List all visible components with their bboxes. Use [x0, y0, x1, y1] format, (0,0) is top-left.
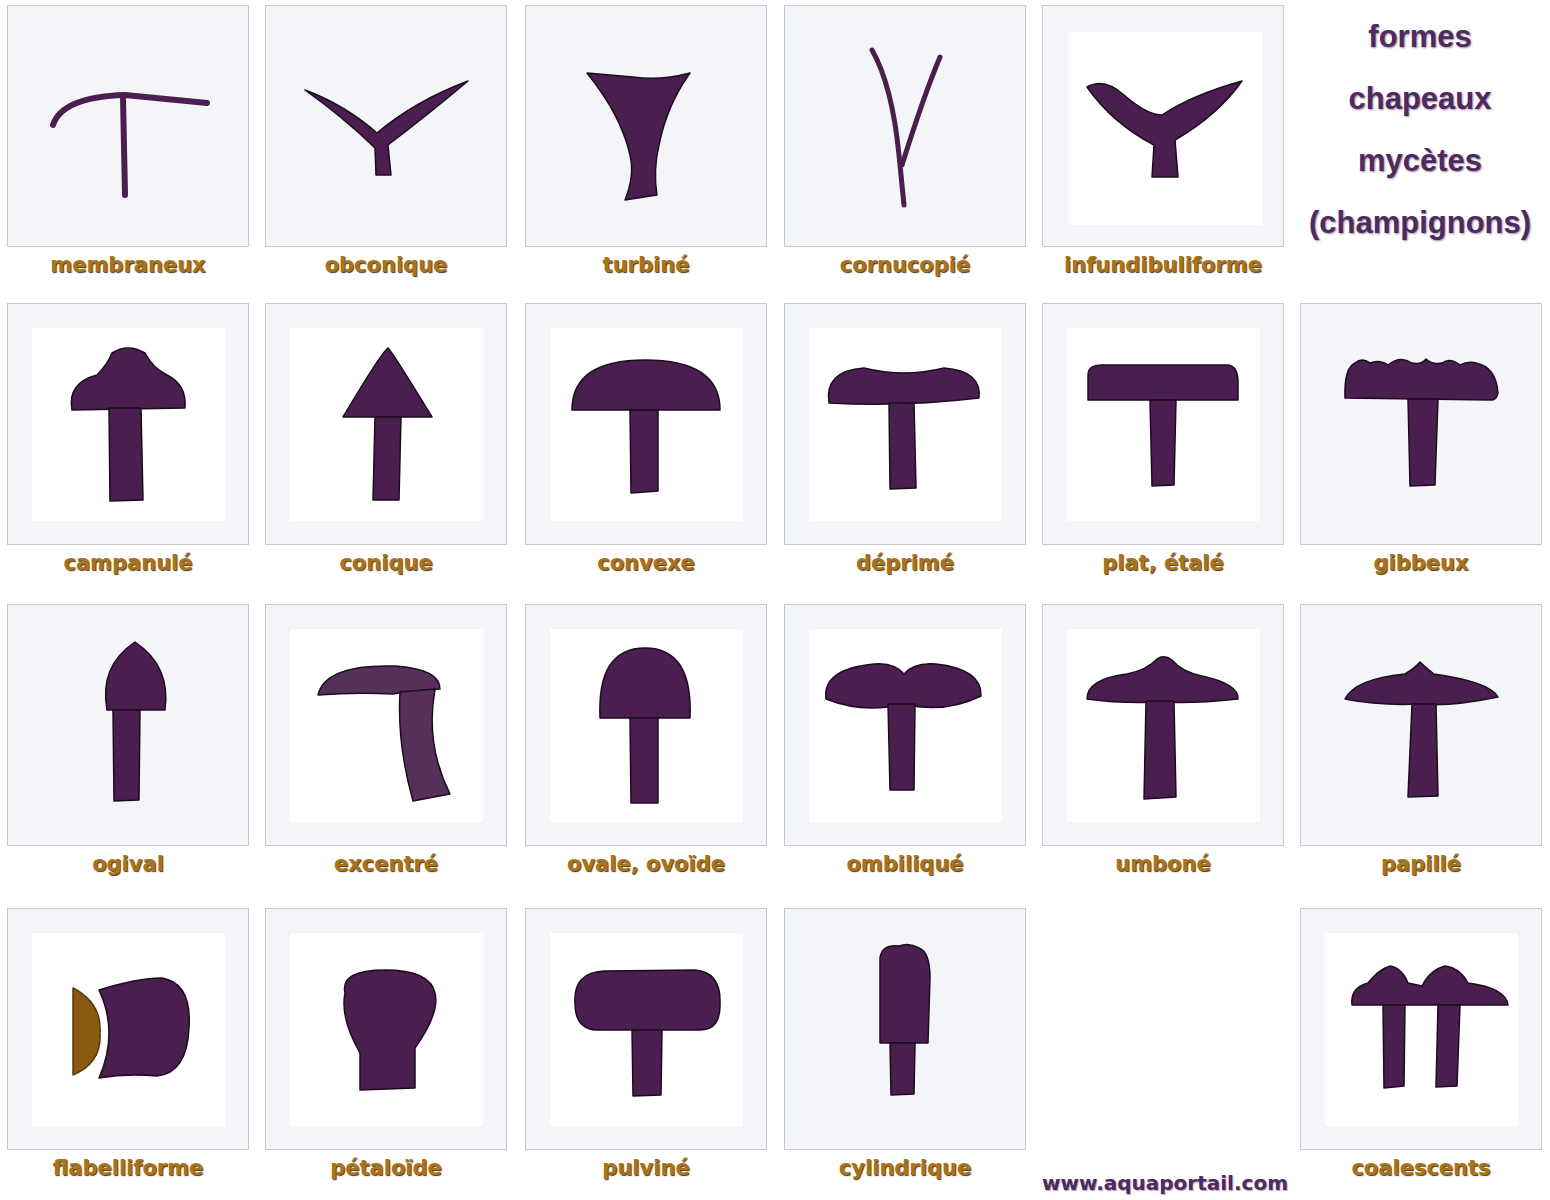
shape-tile: flabelliforme	[7, 908, 249, 1150]
shape-tile: ovale, ovoïde	[525, 604, 767, 846]
shape-tile: campanulé	[7, 303, 249, 545]
shape-name: ovale, ovoïde	[567, 852, 725, 876]
shape-name: ombiliqué	[846, 852, 963, 876]
shape-tile: déprimé	[784, 303, 1026, 545]
shape-tile: cylindrique	[784, 908, 1026, 1150]
shape-tile: obconique	[265, 5, 507, 247]
shape-tile: pétaloïde	[265, 908, 507, 1150]
shape-name: excentré	[334, 852, 438, 876]
shape-tile: infundibuliforme	[1042, 5, 1284, 247]
shape-name: ogival	[92, 852, 164, 876]
poster-title: formes chapeaux mycètes (champignons)	[1309, 6, 1531, 254]
shape-name: gibbeux	[1373, 551, 1468, 575]
shape-name: campanulé	[63, 551, 192, 575]
shape-tile: umboné	[1042, 604, 1284, 846]
shape-name: flabelliforme	[53, 1156, 204, 1180]
shape-name: convexe	[597, 551, 695, 575]
shape-tile: coalescents	[1300, 908, 1542, 1150]
shape-name: umboné	[1115, 852, 1210, 876]
shape-tile: gibbeux	[1300, 303, 1542, 545]
shape-name: coalescents	[1351, 1156, 1490, 1180]
shape-tile: turbiné	[525, 5, 767, 247]
tile-grounds	[7, 5, 1542, 1150]
shape-tile: ogival	[7, 604, 249, 846]
shape-name: membraneux	[50, 253, 205, 277]
shape-tile: convexe	[525, 303, 767, 545]
website-watermark: www.aquaportail.com	[1042, 1171, 1288, 1195]
shape-name: déprimé	[856, 551, 954, 575]
shape-tile: conique	[265, 303, 507, 545]
shape-name: turbiné	[603, 253, 690, 277]
shape-name: conique	[339, 551, 432, 575]
shape-name: pétaloïde	[330, 1156, 442, 1180]
shape-name: obconique	[325, 253, 448, 277]
shape-name: papillé	[1381, 852, 1461, 876]
shape-name: cornucopié	[840, 253, 970, 277]
shape-tile: membraneux	[7, 5, 249, 247]
shape-tile: ombiliqué	[784, 604, 1026, 846]
shape-tile: cornucopié	[784, 5, 1026, 247]
shape-tile: plat, étalé	[1042, 303, 1284, 545]
cap-shapes	[53, 50, 1508, 1096]
shape-name: infundibuliforme	[1064, 253, 1262, 277]
shape-name: cylindrique	[839, 1156, 971, 1180]
shape-tile: excentré	[265, 604, 507, 846]
shape-tile: pulviné	[525, 908, 767, 1150]
shape-tile: papillé	[1300, 604, 1542, 846]
shape-name: pulviné	[602, 1156, 689, 1180]
shape-name: plat, étalé	[1102, 551, 1224, 575]
tile-insets	[32, 32, 1518, 1126]
